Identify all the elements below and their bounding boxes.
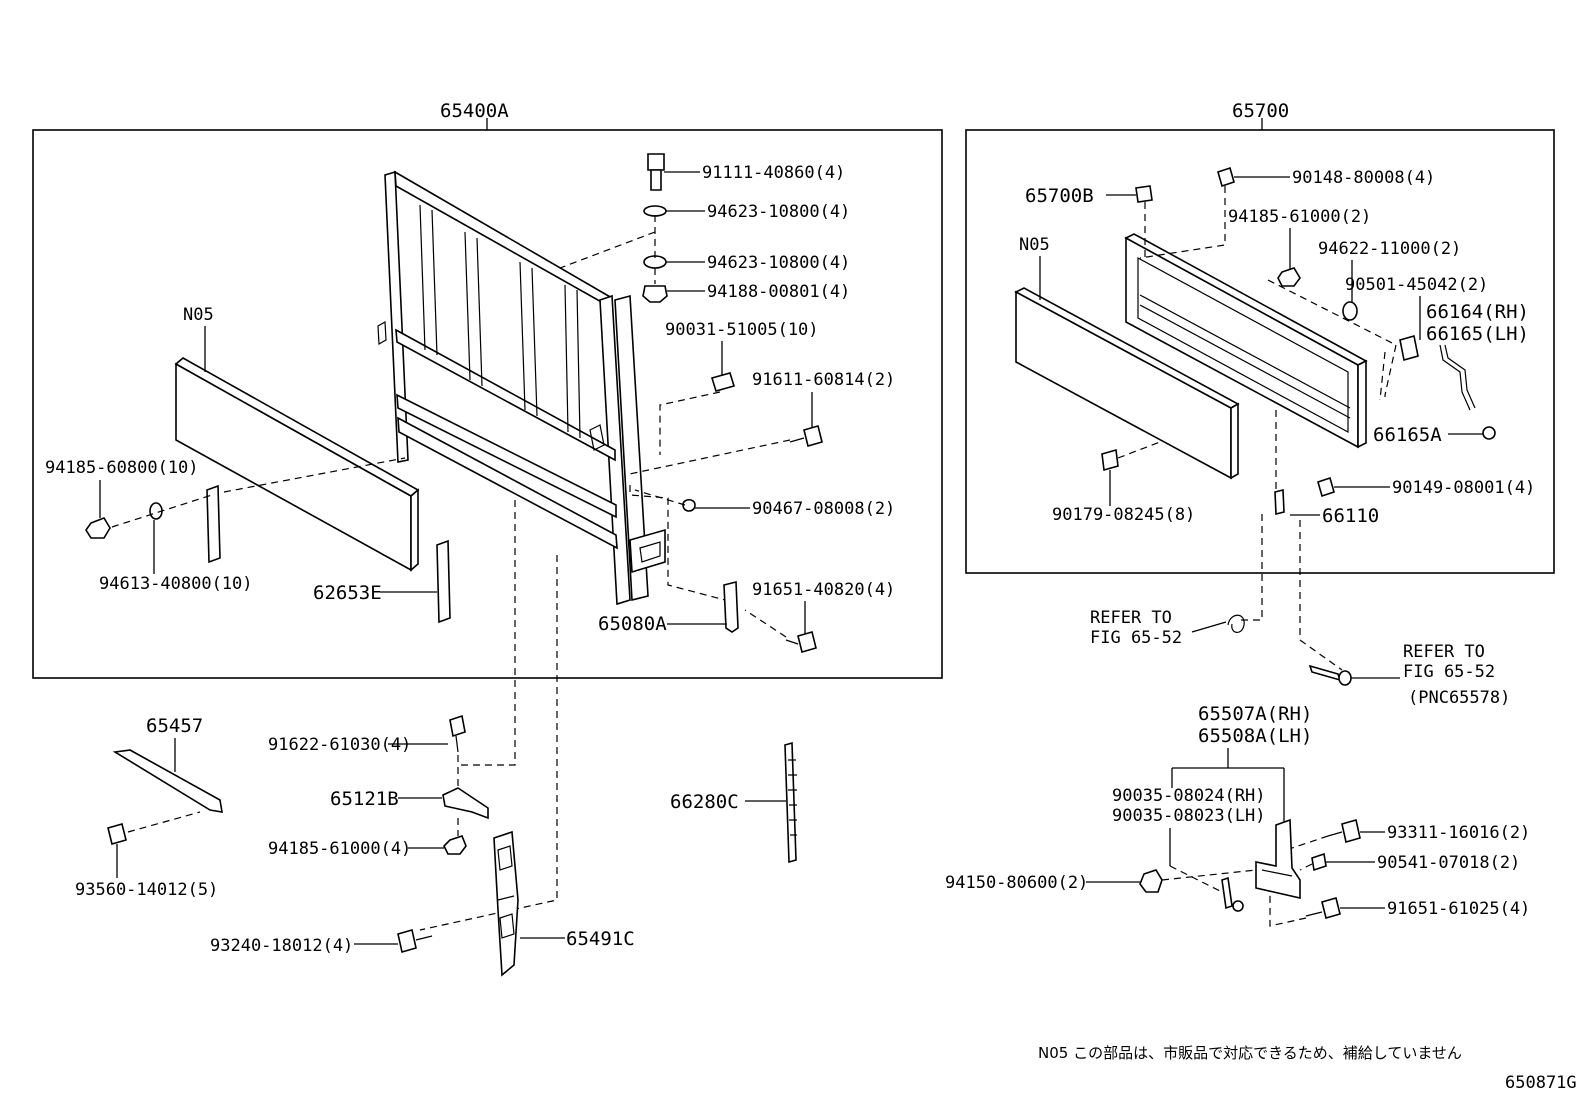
- label-refer-to-1: REFER TO: [1090, 608, 1172, 628]
- label-90031-51005: 90031-51005(10): [665, 320, 819, 340]
- label-66165a: 66165A: [1373, 424, 1442, 446]
- label-65700b: 65700B: [1025, 185, 1094, 207]
- group-title-65700: 65700: [1232, 100, 1289, 122]
- label-90148-80008: 90148-80008(4): [1292, 168, 1435, 188]
- bracket-66110-icon: [1274, 488, 1285, 516]
- label-pnc65578: (PNC65578): [1408, 688, 1510, 708]
- label-66165-lh: 66165(LH): [1426, 323, 1529, 345]
- rod-66164-icon: [1439, 344, 1471, 411]
- bolt-93240-icon: [397, 928, 417, 954]
- cap-66165a-icon: [1482, 426, 1496, 440]
- bracket-65121b-icon: [442, 787, 489, 820]
- n05-side-board-left: [174, 357, 420, 572]
- group-title-65400a: 65400A: [440, 100, 509, 122]
- group-box-65700: [965, 129, 1555, 574]
- screw-90148-icon: [1217, 166, 1235, 188]
- label-n05-right: N05: [1019, 235, 1050, 255]
- bracket-65457-icon: [112, 749, 223, 813]
- label-93240-18012: 93240-18012(4): [210, 936, 353, 956]
- nut-94185-60800-icon: [85, 517, 111, 539]
- bolt-93560-icon: [107, 823, 127, 845]
- hook-65080a-icon: [723, 580, 739, 633]
- label-refer-fig-1: FIG 65-52: [1090, 628, 1182, 648]
- label-94623-10800-b: 94623-10800(4): [707, 253, 850, 273]
- washer-94622-icon: [1342, 301, 1358, 321]
- label-93560-14012: 93560-14012(5): [75, 880, 218, 900]
- nut-94185-61000-left-icon: [443, 835, 467, 855]
- chain-66280c-icon: [784, 741, 797, 864]
- label-94185-61000-left: 94185-61000(4): [268, 839, 411, 859]
- screw-90541-icon: [1311, 852, 1327, 872]
- stay-65491c-icon: [493, 830, 519, 977]
- label-90467-08008: 90467-08008(2): [752, 499, 895, 519]
- label-62653e: 62653E: [313, 582, 382, 604]
- label-91622-61030: 91622-61030(4): [268, 735, 411, 755]
- label-94188-00801: 94188-00801(4): [707, 282, 850, 302]
- spacer-62653e-icon: [436, 539, 451, 624]
- label-91651-61025: 91651-61025(4): [1387, 899, 1530, 919]
- clip-65700b-icon: [1135, 185, 1153, 203]
- label-65507a-rh: 65507A(RH): [1198, 703, 1312, 725]
- pin-refer-icon: [1308, 664, 1342, 682]
- bolt-91111-icon: [647, 153, 665, 191]
- spacer-left-icon: [206, 484, 221, 564]
- bolt-90031-icon: [710, 372, 736, 392]
- label-94150-80600: 94150-80600(2): [945, 873, 1088, 893]
- tail-gate-frame: [1124, 233, 1368, 449]
- spring-90501-icon: [1399, 334, 1419, 362]
- pin-90035-icon: [1221, 876, 1233, 910]
- label-90149-08001: 90149-08001(4): [1392, 478, 1535, 498]
- label-91651-40820: 91651-40820(4): [752, 580, 895, 600]
- label-94622-11000: 94622-11000(2): [1318, 239, 1461, 259]
- label-65457: 65457: [146, 715, 203, 737]
- n05-side-board-right: [1014, 287, 1240, 480]
- bolt-91651-40820-icon: [797, 631, 817, 653]
- label-90035-08024-rh: 90035-08024(RH): [1112, 786, 1266, 806]
- label-90541-07018: 90541-07018(2): [1377, 853, 1520, 873]
- label-91111-40860: 91111-40860(4): [702, 163, 845, 183]
- label-65491c: 65491C: [566, 928, 635, 950]
- label-n05-left: N05: [183, 305, 214, 325]
- screw-90179-icon: [1101, 448, 1119, 472]
- label-66280c: 66280C: [670, 791, 739, 813]
- hinge-65507a-icon: [1255, 818, 1301, 900]
- label-refer-fig-2: FIG 65-52: [1403, 662, 1495, 682]
- label-94613-40800: 94613-40800(10): [99, 574, 253, 594]
- label-65508a-lh: 65508A(LH): [1198, 725, 1312, 747]
- bolt-91611-icon: [803, 425, 823, 447]
- label-90179-08245: 90179-08245(8): [1052, 505, 1195, 525]
- label-65121b: 65121B: [330, 788, 399, 810]
- label-65080a: 65080A: [598, 613, 667, 635]
- nut-94188-icon: [642, 285, 668, 303]
- label-66164-rh: 66164(RH): [1426, 301, 1529, 323]
- footnote-n05: N05 この部品は、市販品で対応できるため、補給していません: [1038, 1044, 1462, 1062]
- clip-refer-icon: [1227, 614, 1245, 633]
- label-93311-16016: 93311-16016(2): [1387, 823, 1530, 843]
- nut-94150-icon: [1139, 869, 1163, 893]
- label-94185-60800: 94185-60800(10): [45, 458, 199, 478]
- bolt-90467-icon: [682, 498, 696, 512]
- label-91611-60814: 91611-60814(2): [752, 370, 895, 390]
- label-90035-08023-lh: 90035-08023(LH): [1112, 806, 1266, 826]
- label-90501-45042: 90501-45042(2): [1345, 275, 1488, 295]
- washer-94623-a-icon: [643, 205, 667, 217]
- label-66110: 66110: [1322, 505, 1379, 527]
- nut-94185-61000-right-icon: [1277, 267, 1301, 287]
- figure-id: 650871G: [1505, 1073, 1577, 1093]
- bolt-91651-61025-icon: [1321, 897, 1341, 919]
- rear-gate-frame: [377, 170, 666, 606]
- label-94185-61000-right: 94185-61000(2): [1228, 207, 1371, 227]
- bolt-93311-icon: [1341, 818, 1361, 844]
- bolt-91622-icon: [449, 714, 466, 738]
- label-refer-to-2: REFER TO: [1403, 642, 1485, 662]
- label-94623-10800-a: 94623-10800(4): [707, 202, 850, 222]
- screw-90149-icon: [1317, 476, 1335, 498]
